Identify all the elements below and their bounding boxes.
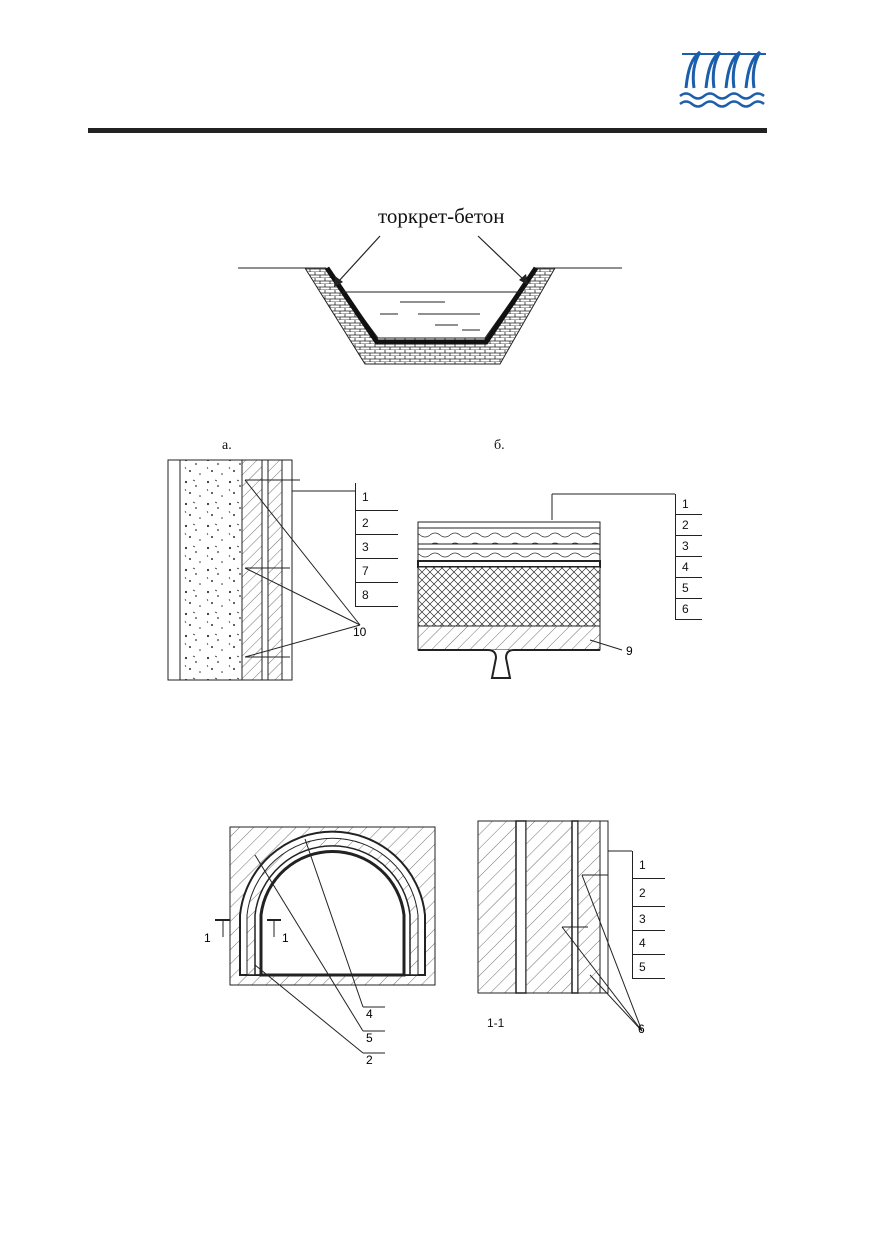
legend-b-item: 1 [676,494,702,515]
legend-b-item: 4 [676,557,702,578]
section-mark-right: 1 [282,931,289,945]
callout-2: 2 [366,1053,373,1065]
legend-a-item: 8 [356,583,398,607]
brand-logo [678,46,770,110]
callout-6: 6 [638,1022,645,1036]
legend-a-item: 3 [356,535,398,559]
section-mark-left: 1 [204,931,211,945]
legend-section-item: 3 [633,907,665,931]
callout-9: 9 [626,644,633,658]
channel-diagram [238,235,622,365]
callout-5: 5 [366,1031,373,1045]
section-1-1-diagram: 6 [477,820,645,1036]
shotcrete-label: торкрет-бетон [378,204,505,228]
legend-section-item: 2 [633,879,665,907]
tunnel-arch-diagram: 1 1 4 5 2 [204,826,436,1065]
legend-b-item: 6 [676,599,702,620]
legend-b-item: 3 [676,536,702,557]
callout-10: 10 [353,625,367,639]
legend-a-item: 1 [356,483,398,511]
caption-a: а. [222,438,232,453]
legend-section-item: 1 [633,851,665,879]
legend-section: 1 2 3 4 5 [632,851,665,979]
legend-a-item: 7 [356,559,398,583]
water-waves-logo-icon [679,50,766,108]
caption-b: б. [494,438,505,453]
legend-b-item: 2 [676,515,702,536]
legend-a: 1 2 3 7 8 [355,483,398,607]
wall-section-a: 10 [167,459,367,681]
legend-b: 1 2 3 4 5 6 [675,494,702,620]
slab-section-b: 9 [417,493,675,679]
header-rule [88,128,767,133]
section-caption: 1-1 [487,1016,505,1030]
legend-section-item: 4 [633,931,665,955]
legend-a-item: 2 [356,511,398,535]
callout-4: 4 [366,1007,373,1021]
legend-b-item: 5 [676,578,702,599]
legend-section-item: 5 [633,955,665,979]
